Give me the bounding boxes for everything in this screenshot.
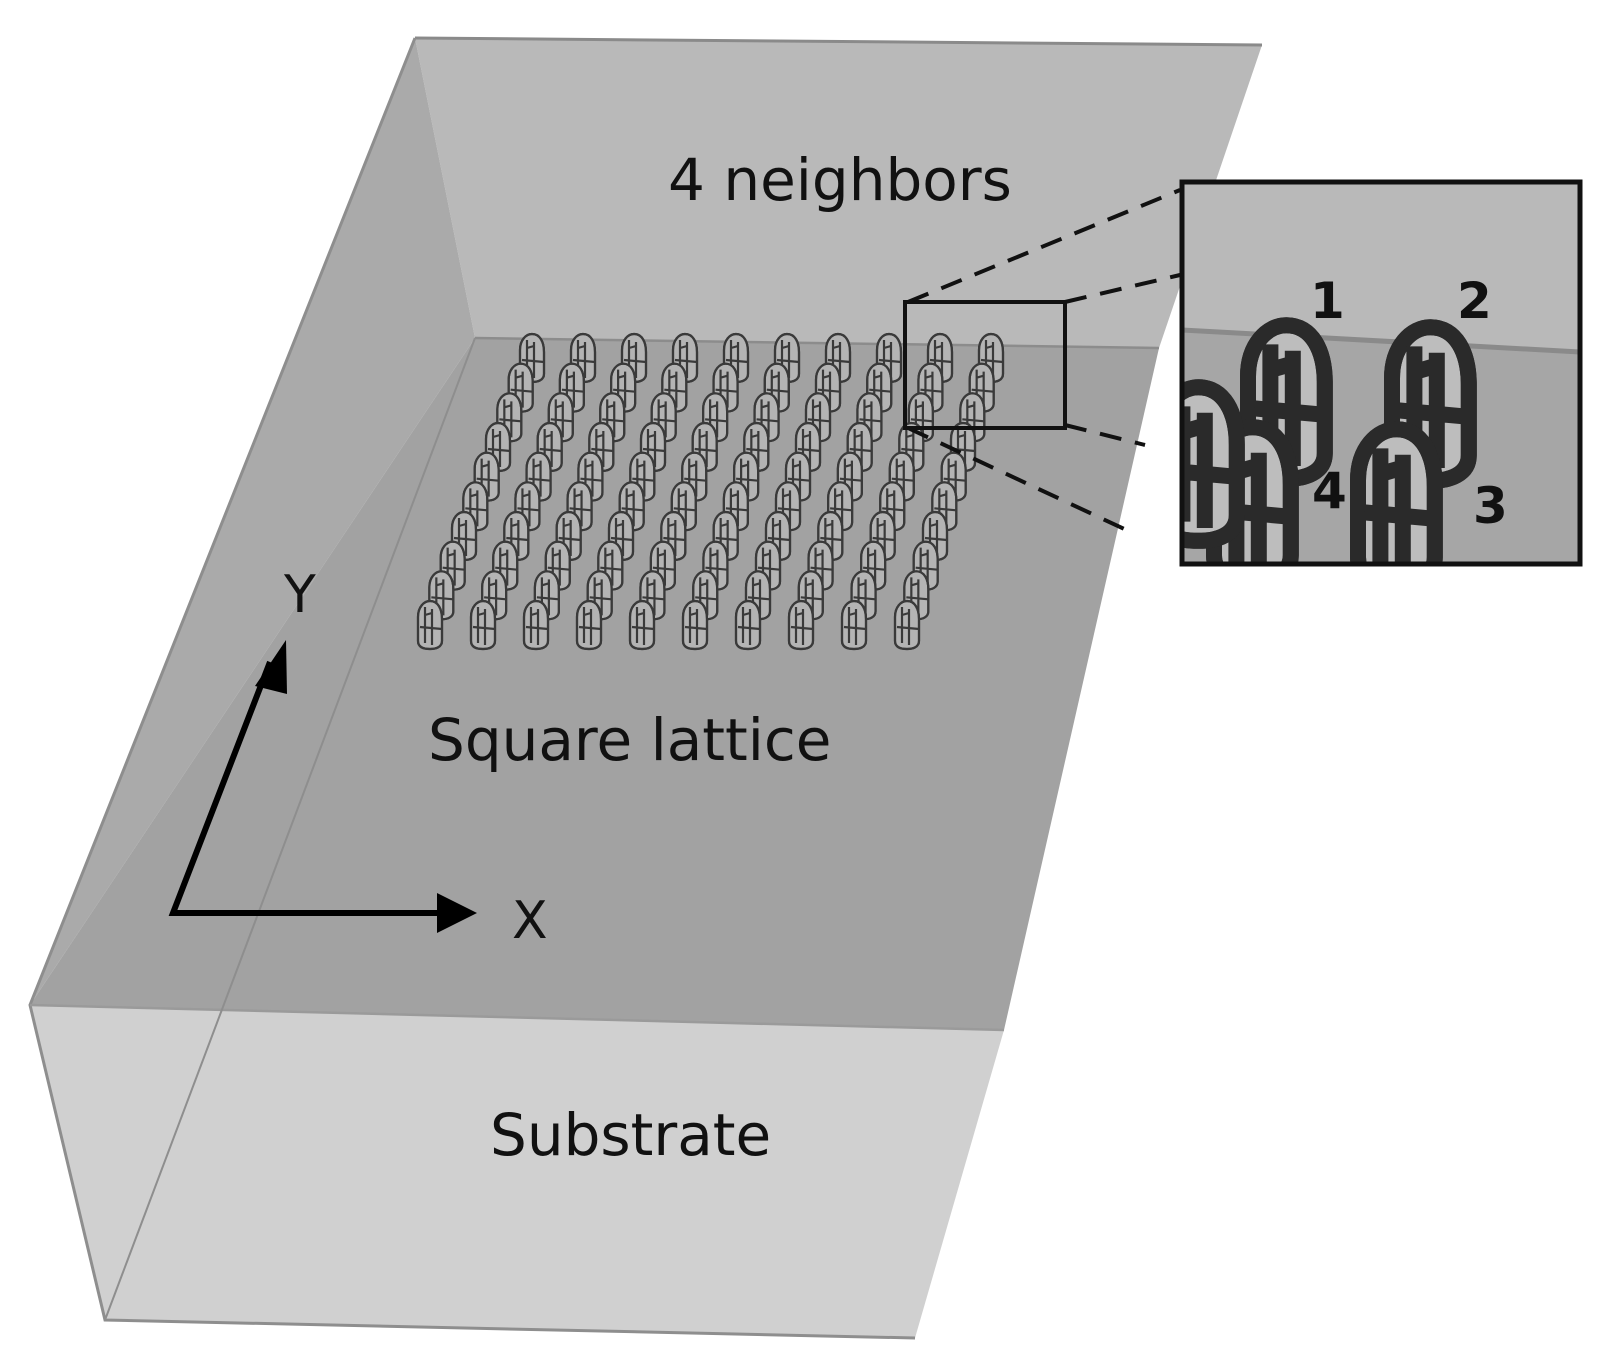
lattice-pillar (575, 599, 603, 651)
selection-box (903, 300, 1067, 430)
zoom-inset: 1 2 3 4 (1179, 179, 1583, 567)
lattice-label: Square lattice (428, 706, 831, 774)
neighbor-number-3: 3 (1473, 477, 1508, 535)
lattice-pillar (649, 540, 676, 591)
lattice-pillar (416, 599, 444, 651)
axes: Y X (168, 565, 548, 951)
zoom-frame (1179, 179, 1583, 567)
square-lattice (416, 332, 1005, 651)
y-axis-label: Y (283, 565, 316, 625)
x-arrowhead (437, 893, 477, 933)
lattice-pillar (734, 599, 762, 651)
zoom-edge (1182, 327, 1580, 355)
axis-lines (168, 660, 455, 916)
floor-surface (30, 338, 1159, 1030)
neighbor-number-2: 2 (1457, 272, 1492, 330)
y-arrowhead (255, 640, 287, 694)
substrate-label: Substrate (490, 1101, 771, 1169)
left-wall (30, 38, 475, 1005)
lattice-pillar (522, 599, 550, 651)
lattice-pillar (840, 599, 868, 651)
lattice-pillar (681, 599, 709, 651)
box-edge (414, 36, 1263, 47)
neighbor-number-4: 4 (1312, 462, 1347, 520)
neighbors-label: 4 neighbors (668, 146, 1012, 214)
box-edge (104, 337, 476, 1321)
lattice-pillar (628, 599, 656, 651)
zoom-leader-lines (907, 188, 1181, 536)
zoom-back-wall (1182, 182, 1580, 352)
lattice-pillar (787, 599, 815, 651)
box-edge (28, 37, 916, 1340)
back-wall (415, 38, 1262, 348)
neighbor-pillar-partial (1182, 379, 1245, 549)
x-axis-label: X (512, 891, 548, 951)
substrate-front-face (30, 1005, 1004, 1338)
lattice-pillar (469, 599, 497, 651)
lattice-pillar (893, 599, 921, 651)
box-edge (29, 1003, 1005, 1032)
neighbor-number-1: 1 (1310, 272, 1345, 330)
neighbor-pillar-3 (1349, 421, 1443, 564)
